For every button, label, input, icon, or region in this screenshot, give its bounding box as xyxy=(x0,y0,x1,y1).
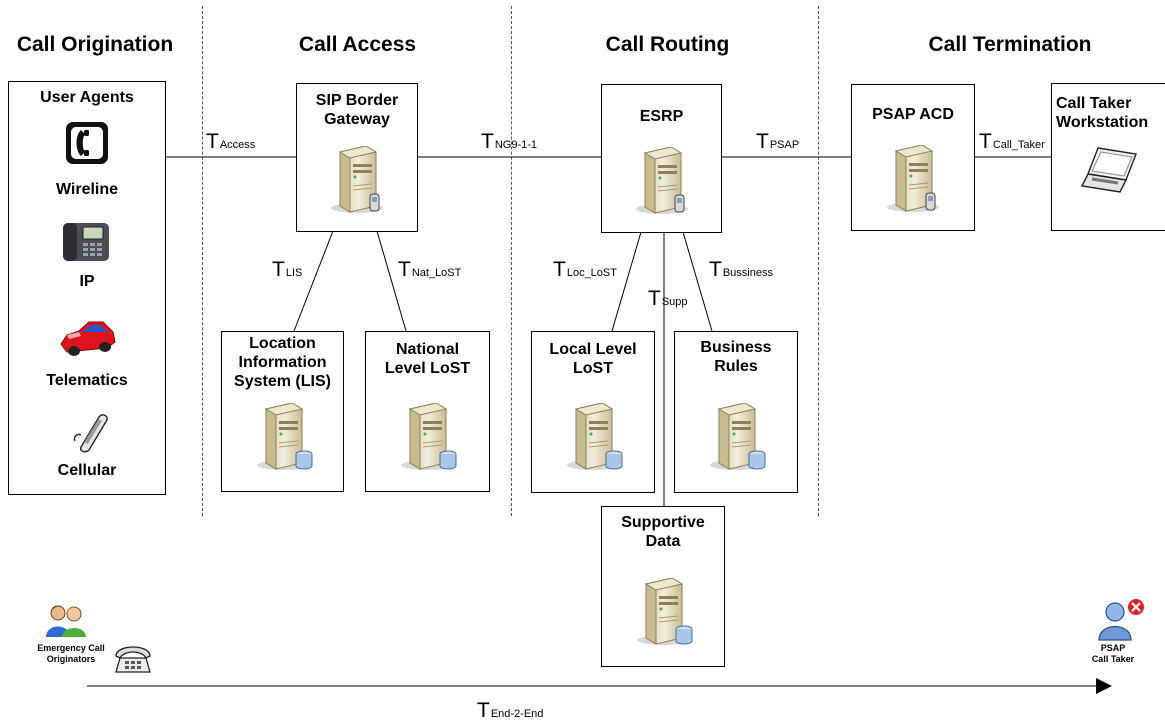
business-rules-node: Business Rules xyxy=(674,331,798,493)
node-label-line: PSAP ACD xyxy=(872,106,954,123)
node-label-line: Location xyxy=(249,335,316,352)
user-agent-label: IP xyxy=(79,273,95,290)
user-agent-label: Telematics xyxy=(46,372,128,389)
server-icon xyxy=(886,145,940,213)
section-title-origination: Call Origination xyxy=(16,33,174,56)
node-label-line: Supportive xyxy=(621,514,705,531)
user-agent-label: Wireline xyxy=(55,181,119,198)
supportive-data-node: Supportive Data xyxy=(601,506,725,667)
server-icon xyxy=(330,146,384,214)
wireline-phone-icon xyxy=(66,122,108,164)
section-title-routing: Call Routing xyxy=(605,33,730,56)
node-label-line: SIP Border xyxy=(315,92,399,109)
desk-phone-icon xyxy=(115,646,151,673)
server-icon xyxy=(635,147,689,215)
node-label-line: Rules xyxy=(714,358,758,375)
user-agent-label: Cellular xyxy=(57,462,117,479)
people-icon xyxy=(46,605,86,637)
section-divider xyxy=(202,6,203,516)
database-server-icon xyxy=(636,578,693,646)
timing-label-ng911: TNG9-1-1 xyxy=(481,130,538,153)
node-label-line: LoST xyxy=(573,360,613,377)
database-server-icon xyxy=(709,403,766,471)
originators-label: Emergency Call Originators xyxy=(37,643,105,664)
call-taker-label: PSAP Call Taker xyxy=(1091,643,1135,664)
user-agents-title: User Agents xyxy=(40,89,134,106)
node-label-line: ESRP xyxy=(639,108,684,125)
node-label-line: Workstation xyxy=(1056,114,1149,131)
section-title-access: Call Access xyxy=(298,33,417,56)
timing-label-loc-lost: TLoc_LoST xyxy=(553,258,617,281)
section-divider xyxy=(818,6,819,516)
psap-acd-node: PSAP ACD xyxy=(851,84,975,231)
timing-label-nat-lost: TNat_LoST xyxy=(398,258,462,281)
ip-phone-icon xyxy=(63,223,109,261)
section-divider xyxy=(511,6,512,516)
timing-label-end-2-end: TEnd-2-End xyxy=(477,699,544,722)
node-label-line: Call Taker xyxy=(1056,95,1132,112)
database-server-icon xyxy=(400,403,457,471)
car-icon xyxy=(60,321,116,356)
node-label-line: National xyxy=(395,341,460,358)
user-agents-box: User Agents Wireline IP xyxy=(8,81,166,495)
timing-label-bussiness: TBussiness xyxy=(709,258,773,281)
section-title-termination: Call Termination xyxy=(928,33,1092,56)
node-label-line: Level LoST xyxy=(384,360,471,377)
node-label-line: Gateway xyxy=(324,111,390,128)
lis-node: Location Information System (LIS) xyxy=(221,331,344,492)
timing-label-psap: TPSAP xyxy=(756,130,800,153)
local-lost-node: Local Level LoST xyxy=(531,331,655,493)
node-label-line: System (LIS) xyxy=(234,373,331,390)
sip-border-gateway-node: SIP Border Gateway xyxy=(296,83,418,232)
node-label-line: Data xyxy=(645,533,681,550)
node-label-line: Information xyxy=(238,354,327,371)
timing-label-supp: TSupp xyxy=(648,287,688,310)
national-lost-node: National Level LoST xyxy=(365,331,490,492)
timing-label-lis: TLIS xyxy=(272,258,303,281)
call-taker-workstation-node: Call Taker Workstation xyxy=(1051,83,1165,231)
cellphone-icon xyxy=(73,414,108,453)
timing-label-access: TAccess xyxy=(206,130,256,153)
database-server-icon xyxy=(256,403,313,471)
node-label-line: Local Level xyxy=(549,341,637,358)
timing-label-call-taker: TCall_Taker xyxy=(979,130,1045,153)
esrp-node: ESRP xyxy=(601,84,722,233)
call-taker-icon xyxy=(1098,599,1144,641)
node-label-line: Business xyxy=(700,339,772,356)
database-server-icon xyxy=(566,403,623,471)
laptop-icon xyxy=(1080,147,1137,193)
